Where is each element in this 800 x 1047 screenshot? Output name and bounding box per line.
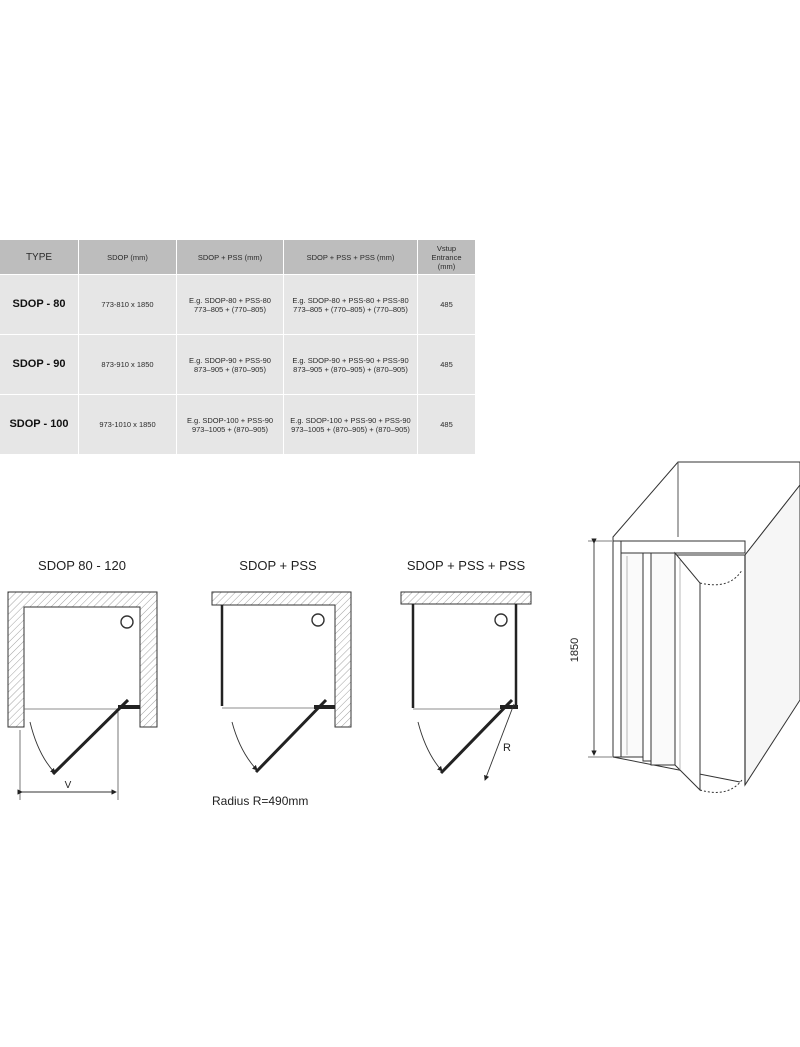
cell-sdop: 973-1010 x 1850 bbox=[78, 394, 177, 455]
cell-line: 773–805 + (770–805) + (770–805) bbox=[293, 304, 408, 314]
cell-line: 973–1005 + (870–905) + (870–905) bbox=[291, 424, 410, 434]
r-label: R bbox=[503, 742, 511, 754]
cell-line: 873–905 + (870–905) bbox=[194, 364, 266, 374]
cell-line: 873–905 + (870–905) + (870–905) bbox=[293, 364, 408, 374]
cell-sdop-pss-pss: E.g. SDOP-80 + PSS-80 + PSS-80 773–805 +… bbox=[283, 274, 418, 335]
door-leaf bbox=[254, 698, 328, 774]
left-profile bbox=[612, 540, 622, 758]
cell-line: 973–1005 + (870–905) bbox=[191, 424, 269, 434]
cell-sdop-pss-pss: E.g. SDOP-100 + PSS-90 + PSS-90 973–1005… bbox=[283, 394, 418, 455]
cell-sdop: 773-810 x 1850 bbox=[78, 274, 177, 335]
swing-arc bbox=[231, 721, 258, 771]
plan-sdop-pss-pss-title: SDOP + PSS + PSS bbox=[407, 558, 526, 573]
cell-type: SDOP - 90 bbox=[0, 334, 79, 395]
cell-line: 773–805 + (770–805) bbox=[194, 304, 266, 314]
header-type: TYPE bbox=[0, 240, 79, 275]
cell-entrance: 485 bbox=[417, 334, 476, 395]
swing-arc bbox=[417, 721, 443, 772]
cell-entrance: 485 bbox=[417, 394, 476, 455]
swing-arc bbox=[29, 721, 56, 774]
header-sdop-pss-pss: SDOP + PSS + PSS (mm) bbox=[283, 240, 418, 275]
swing-arc-top bbox=[699, 569, 743, 586]
cell-line: E.g. SDOP-90 + PSS-90 + PSS-90 bbox=[292, 355, 409, 365]
door-panel-2-open bbox=[674, 551, 701, 792]
header-entrance-line-3: (mm) bbox=[437, 261, 456, 271]
plan-sdop: SDOP 80 - 120 V bbox=[7, 558, 158, 800]
header-entrance-line-1: Vstup bbox=[436, 243, 457, 253]
cell-entrance: 485 bbox=[417, 274, 476, 335]
door-leaf bbox=[439, 698, 514, 775]
height-label: 1850 bbox=[569, 638, 581, 662]
plan-sdop-pss-title: SDOP + PSS bbox=[239, 558, 317, 573]
plan-sdop-pss: SDOP + PSS Radius R=490mm bbox=[211, 558, 352, 808]
middle-profile bbox=[642, 552, 652, 762]
wall-l-shape bbox=[211, 591, 352, 728]
cell-sdop-pss: E.g. SDOP-100 + PSS-90 973–1005 + (870–9… bbox=[176, 394, 284, 455]
drain bbox=[311, 613, 325, 627]
drain bbox=[120, 615, 134, 629]
door-panel-1 bbox=[650, 552, 676, 766]
bottom-line bbox=[612, 756, 741, 783]
plan-sdop-title: SDOP 80 - 120 bbox=[38, 558, 126, 573]
radius-indicator bbox=[484, 703, 515, 781]
glass-fixed-1 bbox=[620, 552, 644, 758]
cell-line: E.g. SDOP-100 + PSS-90 bbox=[186, 415, 274, 425]
swing-arc-bottom bbox=[699, 779, 743, 793]
spec-table: TYPE SDOP (mm) SDOP + PSS (mm) SDOP + PS… bbox=[0, 240, 476, 455]
perspective-view bbox=[588, 461, 800, 793]
cell-line: E.g. SDOP-90 + PSS-90 bbox=[189, 355, 271, 365]
top-profile bbox=[612, 540, 746, 554]
radius-label: Radius R=490mm bbox=[212, 794, 308, 808]
cell-sdop-pss-pss: E.g. SDOP-90 + PSS-90 + PSS-90 873–905 +… bbox=[283, 334, 418, 395]
cell-sdop-pss: E.g. SDOP-80 + PSS-80 773–805 + (770–805… bbox=[176, 274, 284, 335]
wall-u-shape bbox=[7, 591, 158, 728]
cell-line: E.g. SDOP-80 + PSS-80 bbox=[189, 295, 271, 305]
drain bbox=[494, 613, 508, 627]
cell-type: SDOP - 80 bbox=[0, 274, 79, 335]
cell-type: SDOP - 100 bbox=[0, 394, 79, 455]
table-row: SDOP - 80 773-810 x 1850 E.g. SDOP-80 + … bbox=[0, 274, 476, 335]
plan-sdop-pss-pss: SDOP + PSS + PSS R bbox=[400, 558, 532, 781]
v-label: V bbox=[65, 780, 72, 791]
wall-straight bbox=[400, 591, 532, 605]
table-row: SDOP - 100 973-1010 x 1850 E.g. SDOP-100… bbox=[0, 394, 476, 455]
cell-line: E.g. SDOP-100 + PSS-90 + PSS-90 bbox=[290, 415, 411, 425]
header-entrance-line-2: Entrance bbox=[431, 252, 462, 262]
cell-sdop-pss: E.g. SDOP-90 + PSS-90 873–905 + (870–905… bbox=[176, 334, 284, 395]
header-entrance: Vstup Entrance (mm) bbox=[417, 240, 476, 275]
cell-sdop: 873-910 x 1850 bbox=[78, 334, 177, 395]
table-header-row: TYPE SDOP (mm) SDOP + PSS (mm) SDOP + PS… bbox=[0, 240, 476, 275]
header-sdop: SDOP (mm) bbox=[78, 240, 177, 275]
door-leaf bbox=[51, 698, 130, 776]
cell-line: E.g. SDOP-80 + PSS-80 + PSS-80 bbox=[292, 295, 409, 305]
header-sdop-pss: SDOP + PSS (mm) bbox=[176, 240, 284, 275]
table-row: SDOP - 90 873-910 x 1850 E.g. SDOP-90 + … bbox=[0, 334, 476, 395]
